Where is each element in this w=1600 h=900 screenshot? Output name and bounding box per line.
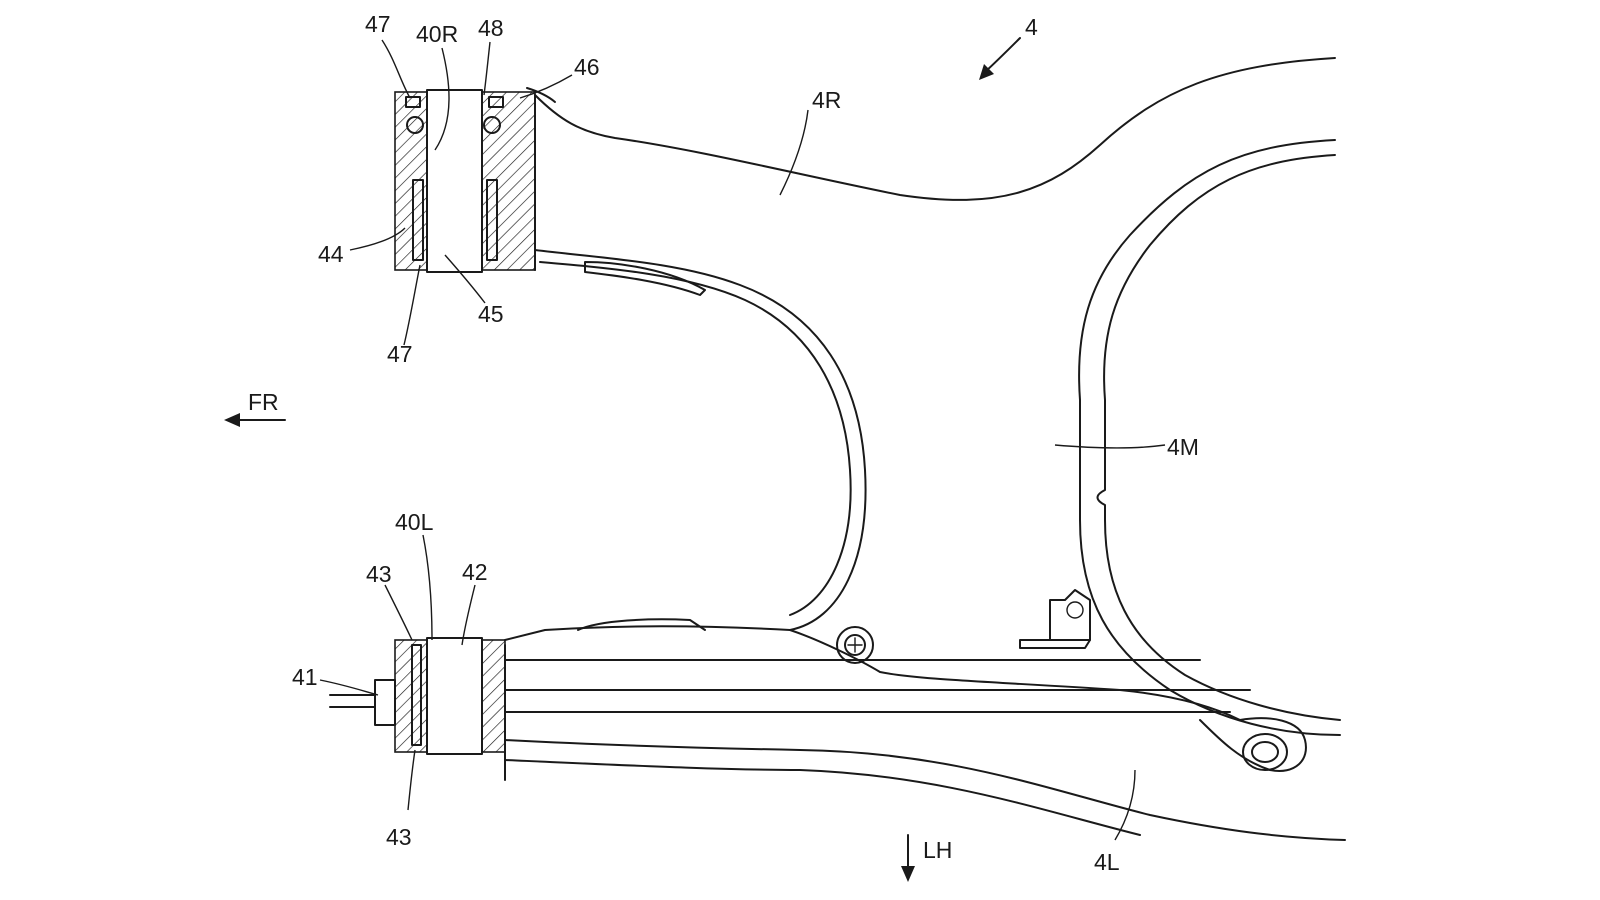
left-pivot-section — [329, 637, 506, 755]
label-47-top: 47 — [365, 11, 391, 37]
bolt-boss-left — [836, 626, 874, 664]
label-43-top: 43 — [366, 561, 392, 587]
label-48: 48 — [478, 15, 504, 41]
label-LH: LH — [923, 837, 952, 863]
rear-eye-boss — [1199, 717, 1307, 772]
label-4R: 4R — [812, 87, 841, 113]
label-FR: FR — [248, 389, 279, 415]
label-40R: 40R — [416, 21, 458, 47]
label-46: 46 — [574, 54, 600, 80]
right-pivot-section — [394, 89, 536, 273]
fr-arrow — [224, 413, 286, 427]
label-42: 42 — [462, 559, 488, 585]
label-4: 4 — [1025, 14, 1038, 40]
label-45: 45 — [478, 301, 504, 327]
label-4L: 4L — [1094, 849, 1120, 875]
label-47-bottom: 47 — [387, 341, 413, 367]
left-arm-body — [504, 618, 1346, 841]
label-41: 41 — [292, 664, 318, 690]
label-43-bottom: 43 — [386, 824, 412, 850]
cross-member-body — [1078, 139, 1341, 736]
label-40L: 40L — [395, 509, 434, 535]
lh-arrow — [901, 834, 915, 882]
leader-lines — [319, 39, 1166, 841]
label-44: 44 — [318, 241, 344, 267]
label-4M: 4M — [1167, 434, 1199, 460]
bolt-bracket — [1019, 589, 1091, 649]
right-arm-body — [526, 57, 1336, 631]
assembly-arrow — [979, 37, 1021, 80]
